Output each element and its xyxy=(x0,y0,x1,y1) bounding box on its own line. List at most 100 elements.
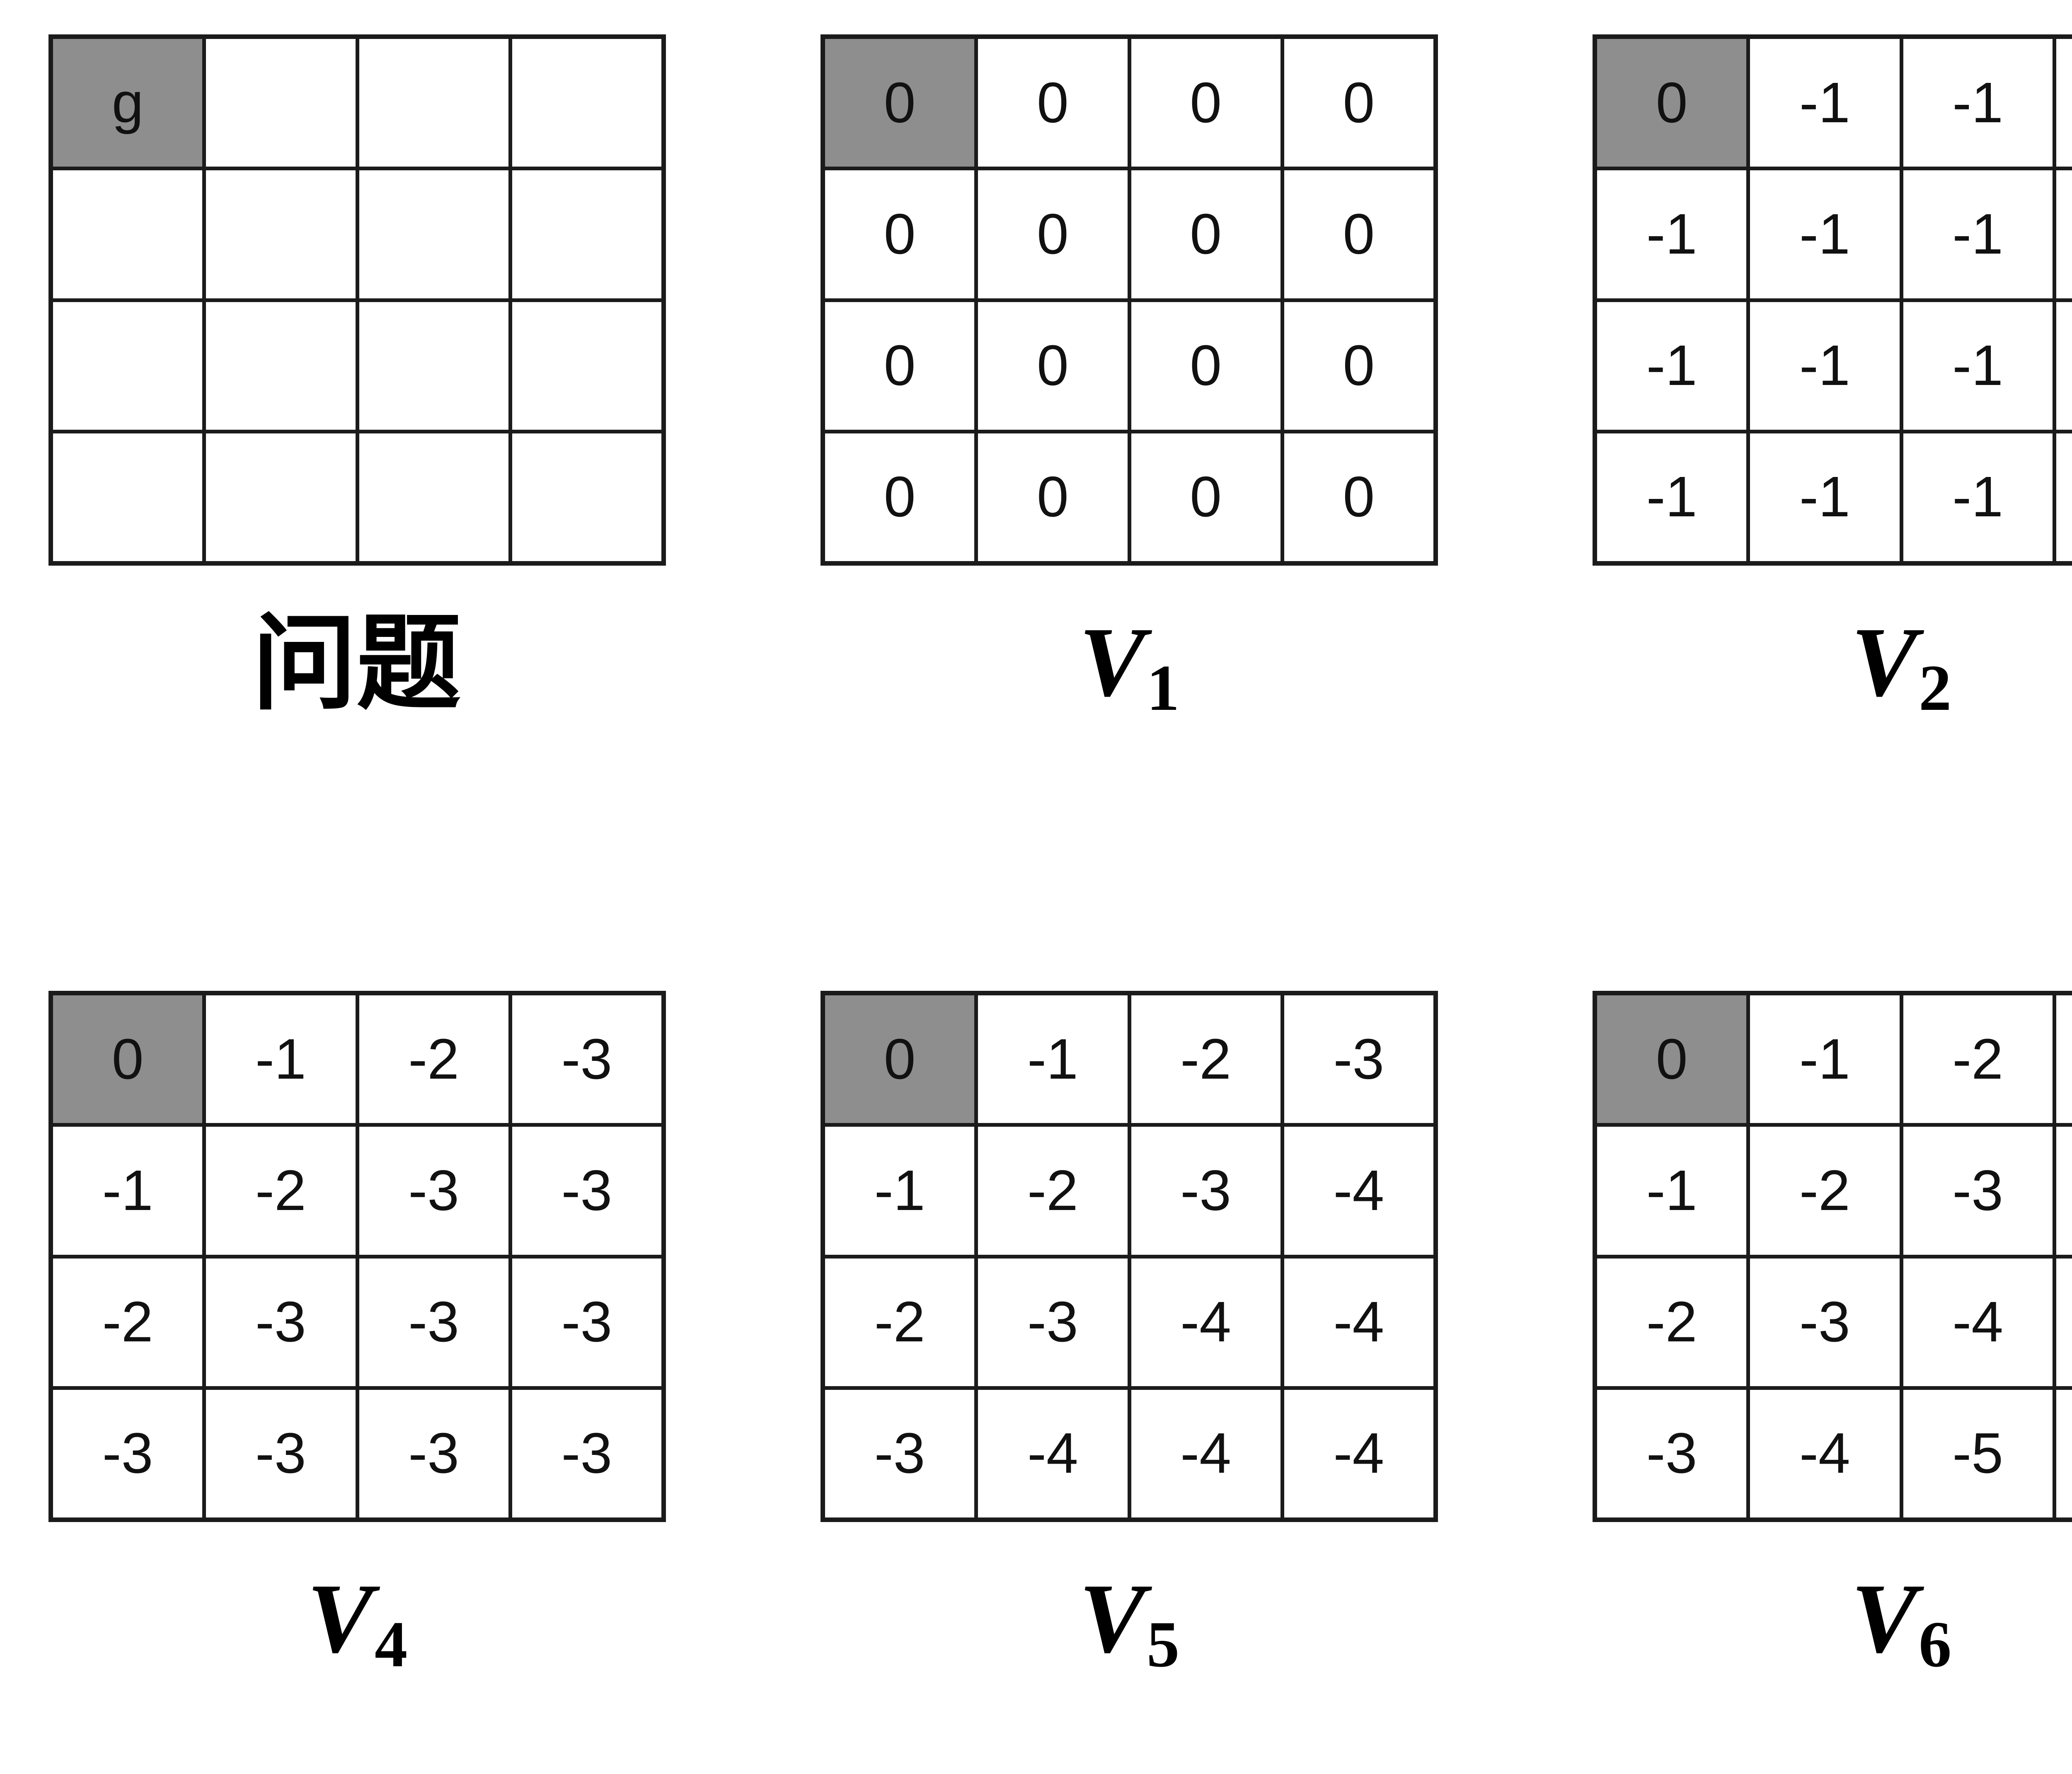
value-cell: -3 xyxy=(512,1389,661,1517)
value-cell xyxy=(53,170,203,298)
value-cell: -1 xyxy=(2056,170,2072,298)
value-cell: -2 xyxy=(1903,995,2053,1123)
value-cell: -2 xyxy=(359,995,508,1123)
value-cell: -1 xyxy=(206,995,356,1123)
value-cell: -2 xyxy=(206,1127,356,1255)
caption-text: V xyxy=(307,1563,373,1673)
value-cell: 0 xyxy=(1284,39,1433,167)
value-cell: -3 xyxy=(206,1258,356,1386)
value-cell: -3 xyxy=(359,1389,508,1517)
value-cell: 0 xyxy=(825,170,975,298)
value-cell: -4 xyxy=(1131,1258,1280,1386)
value-cell: 0 xyxy=(978,170,1128,298)
value-cell xyxy=(53,302,203,430)
value-cell: -3 xyxy=(512,1127,661,1255)
value-cell: -1 xyxy=(1903,302,2053,430)
value-grid: 0-1-2-3-1-2-3-3-2-3-3-3-3-3-3-3 xyxy=(48,991,666,1522)
value-cell xyxy=(512,39,661,167)
value-cell: -1 xyxy=(53,1127,203,1255)
value-cell: 0 xyxy=(825,302,975,430)
value-cell: -1 xyxy=(2056,39,2072,167)
caption-subscript: 1 xyxy=(1147,651,1180,724)
value-cell: -2 xyxy=(1131,995,1280,1123)
value-cell: -3 xyxy=(1750,1258,1900,1386)
value-cell: -4 xyxy=(1284,1258,1433,1386)
value-cell: -5 xyxy=(2056,1258,2072,1386)
value-cell: -4 xyxy=(1903,1258,2053,1386)
value-cell: -3 xyxy=(359,1127,508,1255)
value-cell: 0 xyxy=(1284,433,1433,561)
value-cell: -1 xyxy=(1750,39,1900,167)
value-cell: 0 xyxy=(1131,302,1280,430)
value-cell: 0 xyxy=(1131,433,1280,561)
value-cell: 0 xyxy=(1284,302,1433,430)
value-cell: -4 xyxy=(2056,1127,2072,1255)
value-cell: -4 xyxy=(1131,1389,1280,1517)
value-cell: -5 xyxy=(2056,1389,2072,1517)
value-cell: -3 xyxy=(359,1258,508,1386)
value-cell: -3 xyxy=(2056,995,2072,1123)
grid-caption: V6 xyxy=(1851,1563,1951,1681)
value-cell: 0 xyxy=(1131,170,1280,298)
value-cell xyxy=(512,170,661,298)
grid-caption: V1 xyxy=(1079,607,1179,724)
value-cell xyxy=(359,170,508,298)
grid-caption: V5 xyxy=(1079,1563,1179,1681)
value-cell: 0 xyxy=(978,39,1128,167)
panel-v5: 0-1-2-3-1-2-3-4-2-3-4-4-3-4-4-4 V5 xyxy=(821,991,1438,1681)
value-cell: -1 xyxy=(1597,170,1747,298)
caption-text: V xyxy=(1079,607,1145,717)
value-cell: -1 xyxy=(978,995,1128,1123)
value-cell: -3 xyxy=(53,1389,203,1517)
value-cell xyxy=(359,302,508,430)
value-cell: -4 xyxy=(978,1389,1128,1517)
caption-subscript: 4 xyxy=(375,1608,408,1681)
caption-subscript: 5 xyxy=(1147,1608,1180,1681)
panel-problem: g 问题 xyxy=(48,34,666,730)
caption-text: V xyxy=(1079,1563,1145,1673)
value-cell: -4 xyxy=(1750,1389,1900,1517)
value-cell: -1 xyxy=(1597,433,1747,561)
value-cell xyxy=(512,302,661,430)
value-cell: 0 xyxy=(825,433,975,561)
value-cell xyxy=(206,39,356,167)
caption-subscript: 2 xyxy=(1919,651,1952,724)
value-cell: -3 xyxy=(978,1258,1128,1386)
value-cell xyxy=(359,433,508,561)
value-cell: -3 xyxy=(512,1258,661,1386)
value-cell: 0 xyxy=(978,433,1128,561)
value-cell: -1 xyxy=(1597,1127,1747,1255)
value-cell: -1 xyxy=(825,1127,975,1255)
value-cell xyxy=(206,170,356,298)
value-cell: -4 xyxy=(1284,1389,1433,1517)
value-cell: -1 xyxy=(2056,433,2072,561)
caption-text: V xyxy=(1851,607,1917,717)
panel-v6: 0-1-2-3-1-2-3-4-2-3-4-5-3-4-5-5 V6 xyxy=(1593,991,2072,1681)
value-cell: 0 xyxy=(978,302,1128,430)
value-cell: -1 xyxy=(1750,995,1900,1123)
panel-v2: 0-1-1-1-1-1-1-1-1-1-1-1-1-1-1-1 V2 xyxy=(1593,34,2072,730)
grid-caption: 问题 xyxy=(252,607,462,730)
value-cell: -3 xyxy=(1903,1127,2053,1255)
value-cell: -1 xyxy=(1750,302,1900,430)
value-cell: 0 xyxy=(1284,170,1433,298)
value-cell: -4 xyxy=(1284,1127,1433,1255)
goal-cell: g xyxy=(53,39,203,167)
value-cell: -3 xyxy=(1131,1127,1280,1255)
caption-subscript: 6 xyxy=(1919,1608,1952,1681)
value-cell: -1 xyxy=(1750,170,1900,298)
value-cell: -3 xyxy=(206,1389,356,1517)
value-cell: -2 xyxy=(1597,1258,1747,1386)
grid-caption: V2 xyxy=(1851,607,1951,724)
value-cell xyxy=(359,39,508,167)
caption-text: V xyxy=(1851,1563,1917,1673)
goal-cell: 0 xyxy=(825,995,975,1123)
value-cell xyxy=(53,433,203,561)
value-grid: 0-1-1-1-1-1-1-1-1-1-1-1-1-1-1-1 xyxy=(1593,34,2072,566)
value-cell xyxy=(206,302,356,430)
value-cell: -5 xyxy=(1903,1389,2053,1517)
